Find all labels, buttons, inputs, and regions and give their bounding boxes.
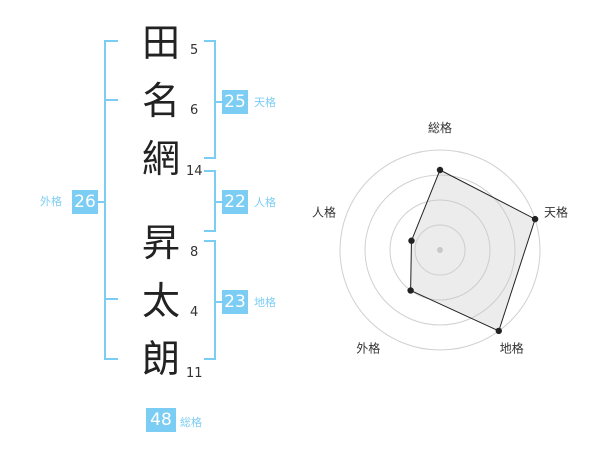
jinkaku-label: 人格	[254, 196, 276, 209]
soukaku-badge: 48	[146, 408, 176, 432]
name-char-6: 朗	[141, 337, 180, 381]
name-char-3: 網	[141, 137, 180, 181]
chikaku-label: 地格	[254, 296, 276, 309]
stroke-count-5: 4	[190, 305, 199, 320]
soukaku-label: 総格	[180, 416, 202, 429]
name-char-2: 名	[141, 79, 180, 123]
radar-point-4	[407, 287, 414, 294]
radar-point-1	[436, 166, 444, 174]
radar-point-3	[495, 327, 502, 335]
name-char-4: 昇	[141, 221, 180, 265]
radar-ring	[364, 174, 516, 326]
radar-point-5	[408, 237, 415, 244]
radar-ring	[389, 199, 491, 301]
name-char-1: 田	[141, 21, 180, 65]
stroke-count-4: 8	[190, 245, 199, 260]
radar-axis-label-3: 地格	[500, 341, 524, 356]
stroke-count-3: 14	[186, 164, 203, 179]
tenkaku-badge: 25	[222, 90, 248, 114]
radar-center-dot	[437, 247, 443, 253]
stroke-count-1: 5	[190, 43, 199, 58]
radar-ring	[339, 149, 541, 351]
radar-axis-label-1: 総格	[428, 120, 452, 135]
stroke-count-6: 11	[186, 366, 203, 381]
gaikaku-badge: 26	[72, 190, 98, 214]
jinkaku-badge: 22	[222, 190, 248, 214]
radar-axis-label-4: 外格	[356, 341, 380, 356]
name-char-5: 太	[141, 279, 180, 323]
chikaku-badge: 23	[222, 290, 248, 314]
gaikaku-label: 外格	[40, 195, 62, 208]
radar-axis-label-2: 天格	[544, 204, 568, 219]
radar-axis-label-5: 人格	[312, 204, 336, 219]
radar-point-2	[531, 215, 539, 223]
radar-series-area	[410, 169, 536, 332]
stroke-count-2: 6	[190, 103, 199, 118]
radar-ring	[414, 224, 466, 276]
tenkaku-label: 天格	[254, 96, 276, 109]
